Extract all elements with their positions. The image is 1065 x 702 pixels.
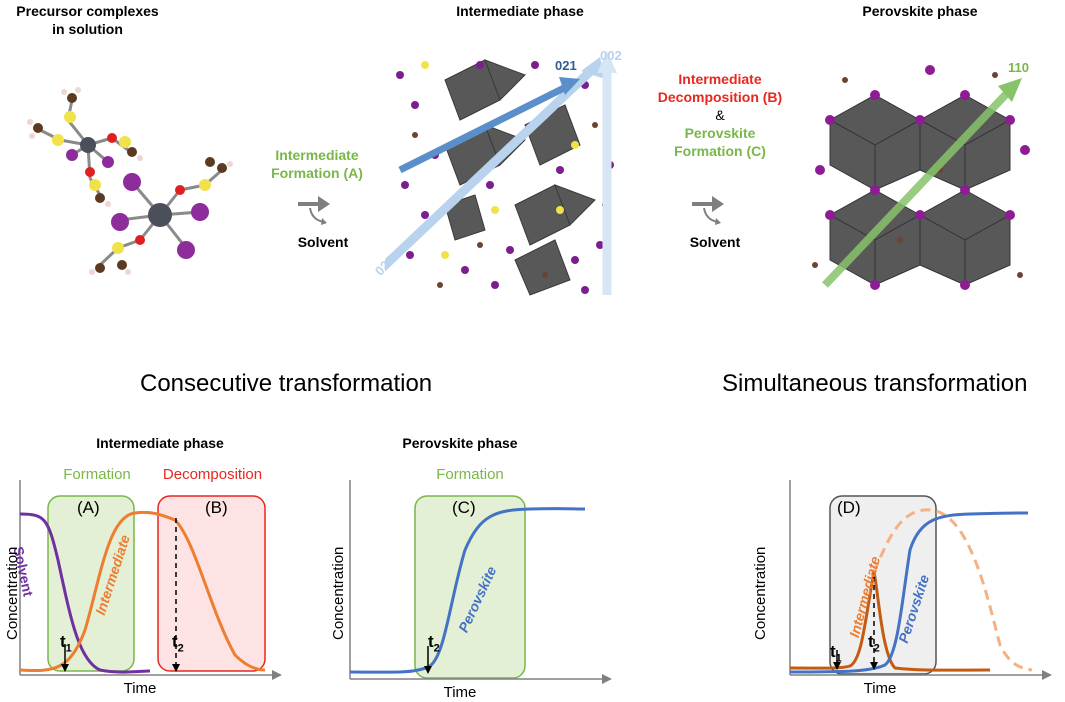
t2-subscript: 2 bbox=[177, 642, 184, 655]
intermediate-curve-virtual bbox=[872, 508, 1033, 672]
box-a-label: (A) bbox=[77, 498, 100, 517]
t1-label: t1 bbox=[60, 632, 72, 654]
plot1-formation-label: Formation bbox=[63, 466, 131, 483]
plot2-t2-label: t2 bbox=[428, 632, 440, 654]
plot2-formation-label: Formation bbox=[436, 466, 504, 483]
box-d-label: (D) bbox=[837, 498, 861, 517]
t1-arrow bbox=[61, 664, 69, 672]
plot2-y-label: Concentration bbox=[330, 546, 347, 640]
formation-box-a bbox=[47, 495, 135, 672]
plot3-t2-text: t bbox=[868, 632, 874, 651]
solvent-label-2: Solvent bbox=[689, 234, 741, 250]
step-a-label: Intermediate Formation (A) bbox=[262, 146, 372, 182]
intermediate-crystal-illustration bbox=[385, 51, 617, 296]
t2-arrow bbox=[172, 664, 180, 672]
plot3-t2-label: t2 bbox=[868, 632, 880, 654]
step-b-line2: Decomposition (B) bbox=[657, 89, 783, 105]
formation-box-c bbox=[414, 495, 526, 679]
plot2-t2-subscript: 2 bbox=[433, 642, 440, 655]
direction-021-label: 021 bbox=[555, 58, 577, 73]
plot3-t1-arrow bbox=[833, 662, 841, 670]
intermediate-phase-title: Intermediate phase bbox=[456, 3, 584, 19]
simultaneous-transformation-title: Simultaneous transformation bbox=[722, 370, 1028, 397]
step-c-line2: Formation (C) bbox=[674, 143, 766, 159]
step-a-line2: Formation (A) bbox=[271, 165, 363, 181]
step-c-line1: Perovskite bbox=[684, 125, 756, 141]
direction-110-label: 110 bbox=[1008, 60, 1029, 75]
t1-subscript: 1 bbox=[65, 642, 72, 655]
plot1-title: Intermediate phase bbox=[96, 435, 224, 451]
plot3-t1-text: t bbox=[830, 642, 836, 661]
step-a-line1: Intermediate bbox=[275, 147, 359, 163]
perovskite-curve bbox=[349, 507, 586, 674]
plot1-chart bbox=[19, 480, 282, 680]
decomposition-box-b bbox=[157, 495, 266, 672]
solvent-curve bbox=[19, 512, 151, 674]
step-bc-label: Intermediate Decomposition (B) & Perovsk… bbox=[645, 70, 795, 160]
plot3-t2-arrow bbox=[870, 662, 878, 670]
intermediate-curve-actual bbox=[789, 571, 991, 672]
plot2-t2-arrow bbox=[424, 666, 432, 674]
plot3-t1-label: t1 bbox=[830, 642, 842, 664]
t2-text: t bbox=[172, 632, 178, 651]
box-b-label: (B) bbox=[205, 498, 228, 517]
step-bc-ampersand: & bbox=[715, 107, 725, 123]
consecutive-transformation-title: Consecutive transformation bbox=[140, 370, 433, 397]
plot2-title: Perovskite phase bbox=[402, 435, 518, 451]
plot2-t2-text: t bbox=[428, 632, 434, 651]
precursor-title-line2: in solution bbox=[52, 21, 123, 37]
plot3-perovskite-curve bbox=[789, 511, 1029, 674]
simultaneous-box-d bbox=[829, 495, 937, 675]
precursor-title: Precursor complexes in solution bbox=[0, 2, 175, 38]
plot3-chart bbox=[789, 480, 1052, 680]
perovskite-phase-title: Perovskite phase bbox=[862, 3, 978, 19]
plot2-chart bbox=[349, 480, 612, 684]
solvent-label-1: Solvent bbox=[297, 234, 349, 250]
plot2-x-label: Time bbox=[443, 684, 477, 701]
precursor-title-line1: Precursor complexes bbox=[16, 3, 159, 19]
t2-label: t2 bbox=[172, 632, 184, 654]
plot1-x-label: Time bbox=[123, 680, 157, 697]
intermediate-curve bbox=[19, 510, 266, 672]
plot1-y-label: Concentration bbox=[4, 546, 21, 640]
plot3-y-label: Concentration bbox=[752, 546, 769, 640]
t1-text: t bbox=[60, 632, 66, 651]
direction-002-label: 002 bbox=[600, 48, 622, 63]
plot1-decomposition-label: Decomposition bbox=[162, 466, 263, 483]
box-c-label: (C) bbox=[452, 498, 476, 517]
perovskite-crystal-illustration bbox=[812, 65, 1030, 290]
step-bc-arrow bbox=[692, 196, 724, 225]
step-b-line1: Intermediate bbox=[678, 71, 762, 87]
plot3-t1-subscript: 1 bbox=[835, 652, 842, 665]
plot3-x-label: Time bbox=[863, 680, 897, 697]
step-a-arrow bbox=[298, 196, 330, 225]
plot3-t2-subscript: 2 bbox=[873, 642, 880, 655]
precursor-molecule-illustration bbox=[27, 87, 233, 275]
